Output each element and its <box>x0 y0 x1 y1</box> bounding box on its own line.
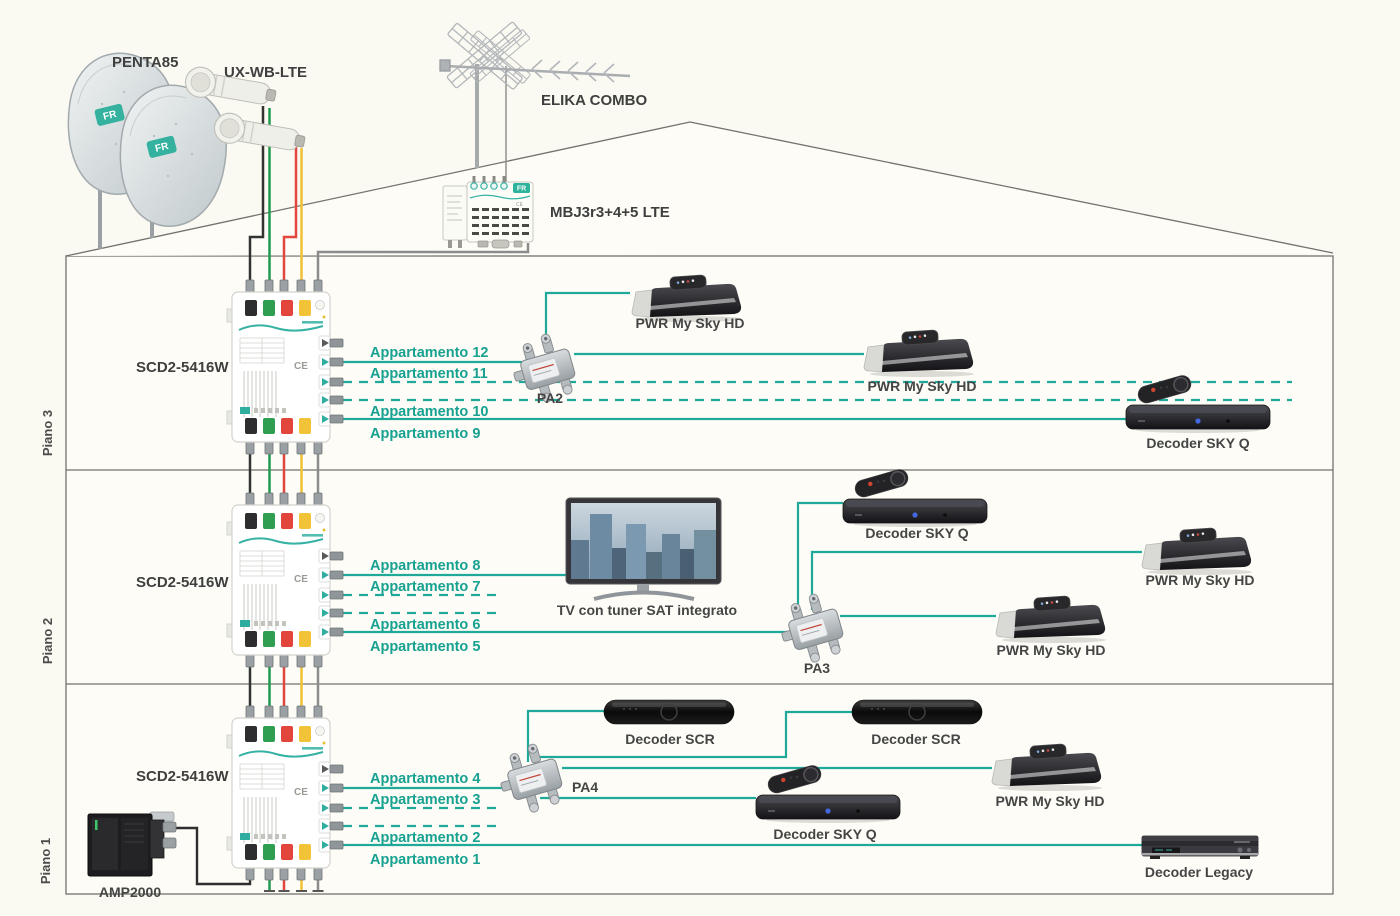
satellite-dish-2 <box>119 84 227 228</box>
labels: PENTA85 UX-WB-LTE ELIKA COMBO MBJ3r3+4+5… <box>38 54 1254 900</box>
multiswitch-label-piano2: SCD2-5416W <box>136 574 229 591</box>
apartment-label-4: Appartamento 4 <box>370 771 480 787</box>
multiswitch-piano-3 <box>226 279 344 455</box>
floor-label-piano2: Piano 2 <box>40 618 55 664</box>
apartment-label-9: Appartamento 9 <box>370 426 480 442</box>
multiswitch-piano-2 <box>226 492 344 668</box>
device-label: PWR My Sky HD <box>997 642 1106 658</box>
device-label: Decoder SCR <box>625 731 714 747</box>
apartment-label-3: Appartamento 3 <box>370 792 480 808</box>
splitter-label-pa2: PA2 <box>537 390 563 406</box>
device-label: Decoder SKY Q <box>865 525 968 541</box>
antenna-label: ELIKA COMBO <box>541 92 647 109</box>
device-label: Decoder SKY Q <box>1146 435 1249 451</box>
apartment-label-6: Appartamento 6 <box>370 617 480 633</box>
dish-label: PENTA85 <box>112 54 178 71</box>
splitter-label-pa4: PA4 <box>572 779 598 795</box>
mast-amplifier-label: MBJ3r3+4+5 LTE <box>550 204 670 221</box>
decoder-legacy-piano1 <box>1141 835 1259 860</box>
amplifier-amp2000 <box>87 811 177 877</box>
amplifier-label: AMP2000 <box>99 884 161 900</box>
floor-label-piano1: Piano 1 <box>38 838 53 884</box>
device-label: Decoder SKY Q <box>773 826 876 842</box>
lnb-label: UX-WB-LTE <box>224 64 307 81</box>
svg-text:CE: CE <box>516 202 524 208</box>
apartment-label-8: Appartamento 8 <box>370 558 480 574</box>
floor-label-piano3: Piano 3 <box>40 410 55 456</box>
device-label: PWR My Sky HD <box>636 315 745 331</box>
apartment-label-7: Appartamento 7 <box>370 579 480 595</box>
apartment-label-5: Appartamento 5 <box>370 639 480 655</box>
mast-amplifier: FR CE <box>442 176 534 249</box>
fr-logo: FR <box>517 186 526 193</box>
apartment-label-1: Appartamento 1 <box>370 852 480 868</box>
apartment-label-12: Appartamento 12 <box>370 345 488 361</box>
line-pa3-to-skyq <box>796 501 843 612</box>
device-label: PWR My Sky HD <box>868 378 977 394</box>
multiswitch-piano-1 <box>226 705 344 881</box>
apartment-label-10: Appartamento 10 <box>370 404 488 420</box>
device-label: Decoder Legacy <box>1145 864 1253 880</box>
apartment-label-2: Appartamento 2 <box>370 830 480 846</box>
device-label: TV con tuner SAT integrato <box>557 602 737 618</box>
line-pa4-to-scr1 <box>526 709 606 762</box>
line-pa3-to-pwr1 <box>810 550 1142 610</box>
multiswitch-label-piano1: SCD2-5416W <box>136 768 229 785</box>
tv-sat-integrato <box>565 497 722 601</box>
line-pa4-to-scr2 <box>540 710 854 759</box>
device-label: Decoder SCR <box>871 731 960 747</box>
line-pa2-to-pwr1 <box>544 291 630 346</box>
decoder-scr-2-piano1 <box>851 699 983 725</box>
device-label: PWR My Sky HD <box>1146 572 1255 588</box>
apartment-label-11: Appartamento 11 <box>370 366 488 382</box>
device-label: PWR My Sky HD <box>996 793 1105 809</box>
terrestrial-antenna <box>438 20 632 91</box>
decoder-scr-1-piano1 <box>603 699 735 725</box>
multiswitch-label-piano3: SCD2-5416W <box>136 359 229 376</box>
splitter-label-pa3: PA3 <box>804 660 830 676</box>
